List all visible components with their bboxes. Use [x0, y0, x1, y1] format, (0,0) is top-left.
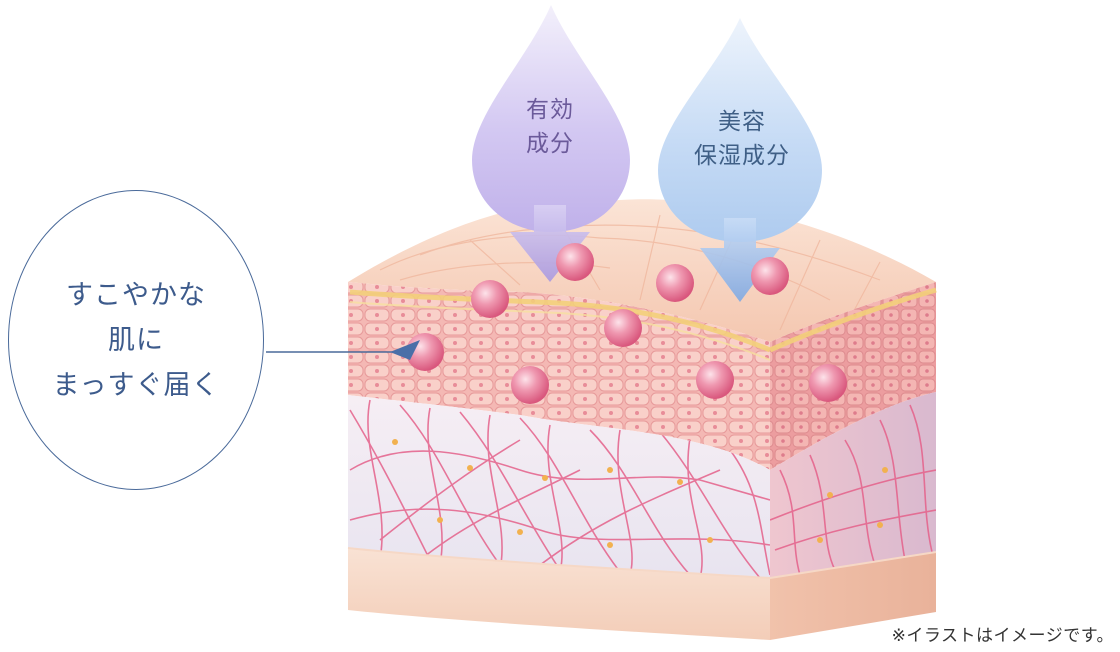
drop-active-ingredient-label: 有効 成分	[485, 93, 615, 161]
skin-base-right	[770, 552, 936, 640]
collagen-fibers-front	[349, 399, 770, 578]
callout-line-2: 肌に	[108, 324, 164, 356]
epidermis-right	[770, 282, 936, 470]
collagen-fibers-right	[770, 404, 936, 576]
callout-pointer-arrow-icon	[390, 340, 420, 360]
callout-circle	[8, 190, 264, 490]
callout-line-3: まっすぐ届く	[52, 369, 220, 401]
arrow-purple-icon	[510, 205, 590, 282]
drop-active-ingredient-line-2: 成分	[526, 131, 574, 157]
skin-base-front	[348, 548, 770, 640]
dermis-right	[770, 392, 936, 578]
drop-active-ingredient	[472, 5, 630, 232]
drop-moisturizing-ingredient-line-2: 保湿成分	[694, 143, 790, 169]
drop-moisturizing-ingredient	[658, 18, 822, 242]
illustration-note: ※イラストはイメージです。	[891, 626, 1114, 646]
ingredient-particles	[406, 243, 847, 404]
arrow-blue-icon	[700, 218, 780, 302]
drop-moisturizing-ingredient-label: 美容 保湿成分	[662, 105, 822, 173]
drop-moisturizing-ingredient-line-1: 美容	[718, 109, 766, 135]
drop-active-ingredient-line-1: 有効	[526, 97, 574, 123]
fiber-junctions	[392, 439, 888, 548]
dermis-front	[348, 395, 770, 578]
callout-line-1: すこやかな	[66, 279, 206, 311]
callout-text: すこやかな 肌に まっすぐ届く	[8, 190, 264, 490]
epidermis-front	[348, 282, 770, 470]
